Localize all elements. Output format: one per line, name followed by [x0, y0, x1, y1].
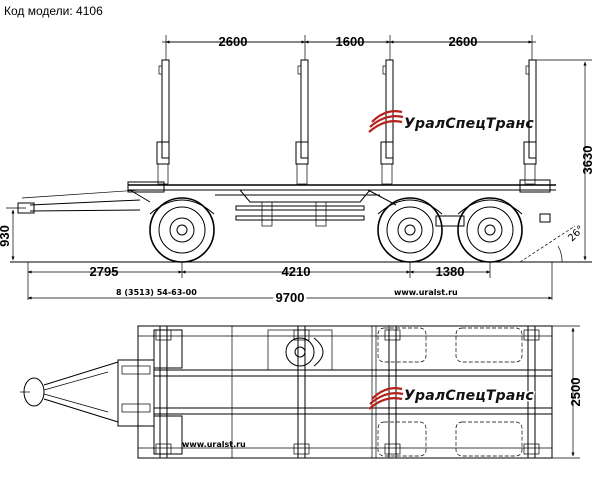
stanchion: [380, 59, 394, 185]
stanchion: [523, 59, 537, 185]
cross-beams: [155, 325, 540, 459]
stanchion: [295, 59, 309, 185]
website-side: www.uralst.ru: [394, 288, 458, 297]
hitch-height-dimension-line: [6, 207, 26, 261]
stanchions: [156, 59, 537, 185]
brand-name: УралСпецТранс: [404, 116, 534, 132]
wheel-rear-1: [377, 197, 443, 263]
dim-overall-height: 3630: [580, 146, 595, 175]
top-view: УралСпецТранс www.uralst.ru 2500: [20, 325, 583, 459]
rear-wheels-top: [377, 327, 523, 457]
drawbar-top: [20, 359, 155, 427]
width-dimension-line: [552, 325, 580, 459]
main-beams: [154, 369, 552, 415]
trailer-frame: [128, 179, 556, 227]
model-label: Код модели: 4106: [4, 4, 103, 18]
dim-wheelbase: 4210: [282, 264, 311, 279]
brand-swoosh-icon: [368, 110, 404, 133]
departure-angle-line: [519, 225, 576, 263]
wheel-front: [149, 197, 215, 263]
height-dimension-line: [536, 59, 592, 261]
side-view: 2600 1600 2600: [0, 34, 595, 308]
dim-stake-spacing-3: 2600: [449, 34, 478, 49]
website-top: www.uralst.ru: [182, 440, 246, 449]
bogie-balancer: [435, 215, 465, 227]
axle-dimension-line: [27, 262, 553, 300]
departure-angle: 26°: [566, 224, 586, 244]
brand-logo-top: УралСпецТранс: [368, 110, 534, 133]
dim-overall-length: 9700: [276, 290, 305, 305]
stanchion: [156, 59, 170, 185]
wheel-rear-2: [457, 197, 523, 263]
dim-hitch-height: 930: [0, 225, 12, 247]
brand-logo-bottom: УралСпецТранс: [368, 387, 536, 410]
phone-number: 8 (3513) 54-63-00: [116, 288, 197, 297]
brand-swoosh-icon: [368, 387, 404, 410]
top-dimension-line: [162, 35, 536, 60]
drawbar: [17, 181, 165, 214]
dim-hitch-to-front-axle: 2795: [90, 264, 119, 279]
dim-stake-spacing-1: 2600: [219, 34, 248, 49]
dim-overall-width: 2500: [568, 378, 583, 407]
dim-rear-axle-spacing: 1380: [436, 264, 465, 279]
brand-name-bottom: УралСпецТранс: [404, 388, 534, 404]
dim-stake-spacing-2: 1600: [336, 34, 365, 49]
